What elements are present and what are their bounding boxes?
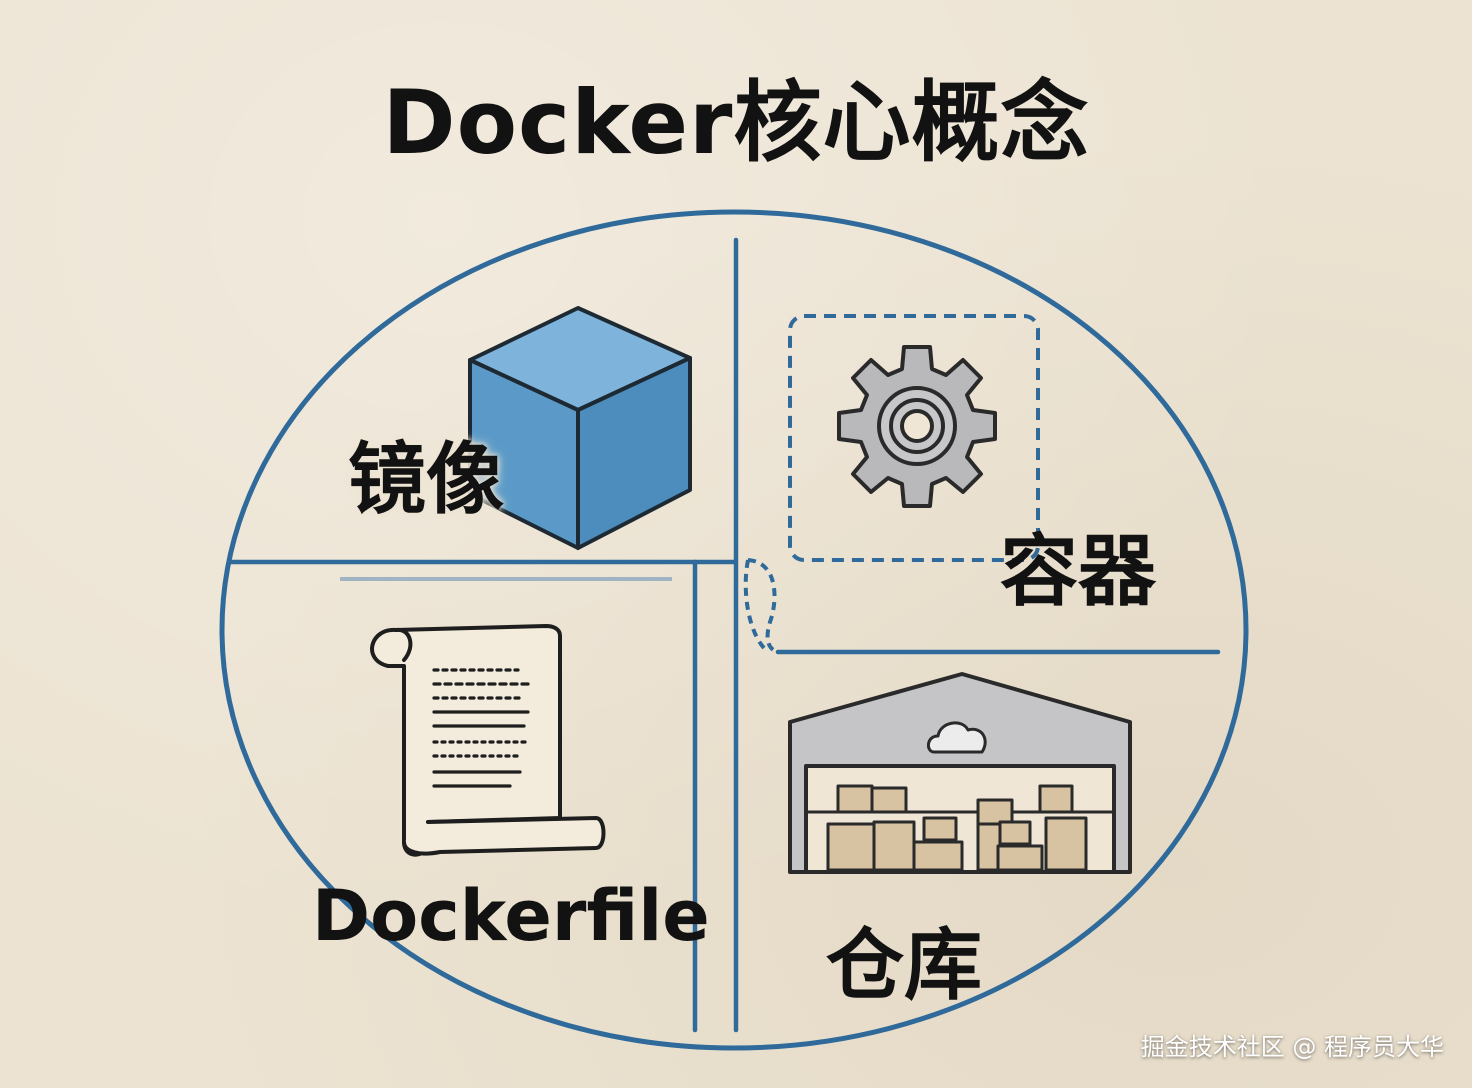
watermark-text: 掘金技术社区 @ 程序员大华 bbox=[1140, 1033, 1444, 1061]
label-image: 镜像 bbox=[348, 435, 505, 525]
quadrant-dividers bbox=[223, 237, 1221, 1033]
gear-icon bbox=[837, 345, 997, 508]
scroll-icon bbox=[370, 624, 606, 857]
dashed-connector bbox=[743, 558, 779, 654]
container-dashed-box bbox=[788, 314, 1040, 562]
label-container: 容器 bbox=[1000, 527, 1157, 617]
cube-icon bbox=[468, 306, 692, 550]
warehouse-icon bbox=[788, 672, 1132, 874]
label-dockerfile: Dockerfile bbox=[312, 875, 710, 957]
outer-ellipse bbox=[219, 209, 1249, 1051]
label-registry: 仓库 bbox=[826, 921, 983, 1011]
page-title: Docker核心概念 bbox=[382, 71, 1090, 174]
